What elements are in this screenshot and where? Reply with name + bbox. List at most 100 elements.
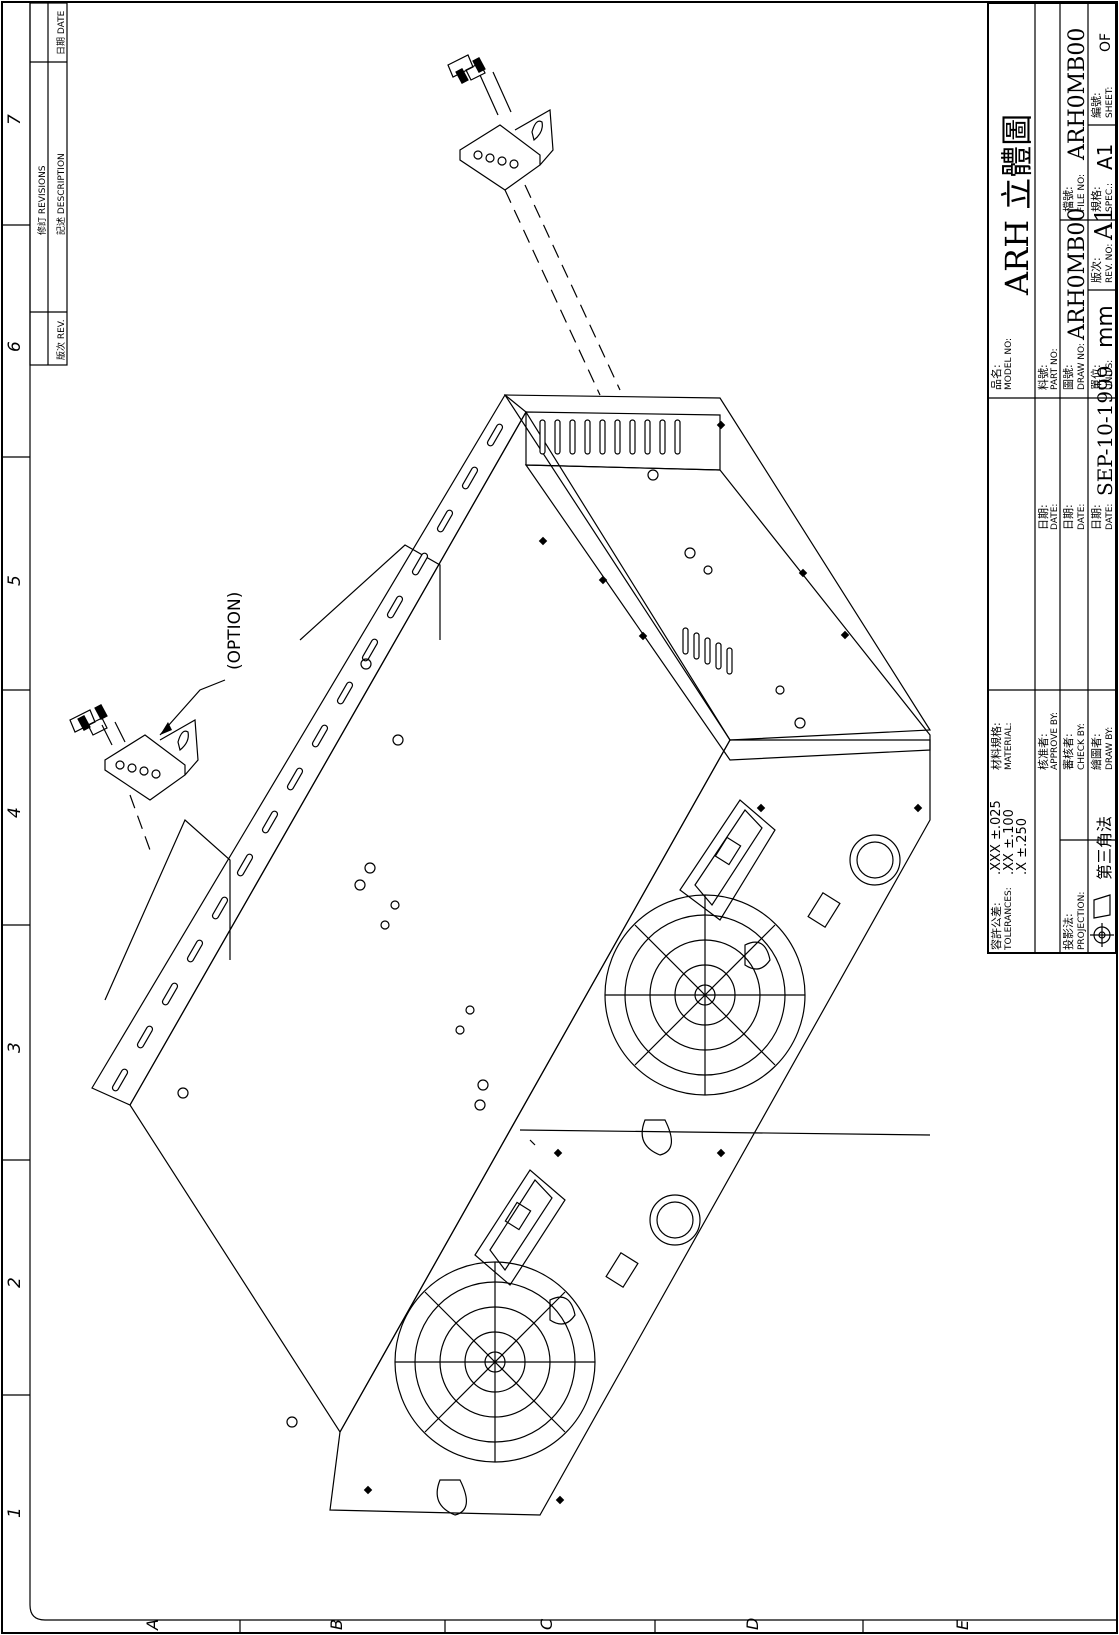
fan-grille-upper xyxy=(604,894,806,1096)
revisions-rev-label: 版次 REV. xyxy=(55,319,67,360)
grid-letter-c: C xyxy=(537,1618,556,1630)
option-screws-left xyxy=(69,703,151,851)
sheet-label-cn: 編號: xyxy=(1089,92,1103,118)
fan-grille-lower xyxy=(394,1261,596,1463)
front-face xyxy=(329,739,931,1516)
grid-number-4: 4 xyxy=(5,807,25,818)
grid-letter-strip xyxy=(239,1620,864,1633)
units-label-en: UNITS: xyxy=(1105,360,1115,390)
option-bracket-left xyxy=(104,719,199,801)
grid-letter-b: B xyxy=(327,1619,346,1630)
option-leader xyxy=(159,679,226,736)
draw-date-label-cn: 日期: xyxy=(1090,504,1103,530)
tolerance-x: .X ±.250 xyxy=(1015,818,1030,875)
approve-label-cn: 核准者: xyxy=(1036,733,1050,770)
check-label-cn: 審核者: xyxy=(1061,733,1075,770)
grid-number-7: 7 xyxy=(5,114,25,125)
rev-no-label-en: REV. NO: xyxy=(1105,244,1115,283)
draw-label-en: DRAW BY: xyxy=(1105,727,1115,770)
check-date-label-en: DATE: xyxy=(1077,504,1087,530)
inner-frame xyxy=(29,3,1116,1621)
voltage-switch-lower xyxy=(605,1252,639,1288)
model-value: ARH 立體圖 xyxy=(998,114,1036,296)
fuse-holder-lower xyxy=(649,1194,701,1246)
units-label-cn: 單位: xyxy=(1089,364,1103,390)
draw-no-label-cn: 圖號: xyxy=(1062,364,1075,390)
draw-date-value: SEP-10-1999 xyxy=(1093,365,1117,496)
file-no-label-cn: 檔號: xyxy=(1061,186,1075,212)
grid-number-strip xyxy=(2,224,30,1396)
bracket-back-bottom xyxy=(104,819,231,1001)
tolerances-label-en: TOLERANCES: xyxy=(1004,887,1014,951)
option-screws-right xyxy=(447,54,512,116)
third-angle-projection-icon xyxy=(1090,894,1114,947)
approve-label-en: APPROVE BY: xyxy=(1050,712,1060,770)
projection-label-en: PROJECTION: xyxy=(1077,892,1087,950)
grid-letter-d: D xyxy=(743,1618,762,1630)
top-rail-vents xyxy=(111,423,504,1092)
material-label-en: MATERIAL: xyxy=(1004,722,1014,770)
check-label-en: CHECK BY: xyxy=(1077,723,1087,770)
sheet-label-en: SHEET: xyxy=(1105,87,1115,118)
grid-number-1: 1 xyxy=(5,1507,25,1518)
fuse-holder-upper xyxy=(849,834,901,886)
option-bracket-right xyxy=(459,109,554,191)
voltage-switch-upper xyxy=(807,892,841,928)
handle-upper xyxy=(641,1119,672,1156)
grid-letter-e: E xyxy=(953,1619,972,1630)
grid-number-5: 5 xyxy=(5,575,25,586)
projection-value: 第三角法 xyxy=(1095,816,1114,880)
grid-letter-a: A xyxy=(143,1619,162,1631)
spec-label-cn: 規格: xyxy=(1089,186,1103,212)
ac-inlet-upper xyxy=(679,799,776,921)
units-value: mm xyxy=(1093,305,1118,348)
part-label-cn: 料號: xyxy=(1036,364,1050,390)
grid-number-3: 3 xyxy=(5,1042,25,1053)
alignment-line-a xyxy=(504,189,601,396)
tolerances-label-cn: 容許公差: xyxy=(989,902,1003,950)
model-label-cn: 品名: xyxy=(989,364,1003,390)
top-rail-face xyxy=(91,394,527,1106)
approve-date-label-en: DATE: xyxy=(1050,504,1060,530)
draw-date-label-en: DATE: xyxy=(1105,504,1115,530)
revisions-date-label: 日期 DATE xyxy=(56,10,67,55)
tolerance-xx: .XX ±.100 xyxy=(1002,809,1017,875)
side-panel-vents xyxy=(539,419,681,455)
model-label-en: MODEL NO: xyxy=(1004,338,1014,390)
draw-no-label-en: DRAW NO: xyxy=(1077,343,1087,390)
sheet-value: OF xyxy=(1098,33,1114,52)
material-label-cn: 材料規格: xyxy=(989,722,1003,770)
top-face xyxy=(129,410,731,1434)
grid-number-6: 6 xyxy=(5,341,25,352)
option-callout: (OPTION) xyxy=(225,592,245,670)
rev-no-label-cn: 版次: xyxy=(1089,257,1103,283)
spec-value: A1 xyxy=(1093,144,1117,170)
draw-label-cn: 繪圖者: xyxy=(1089,733,1103,770)
draw-no-value: ARH0MB00 xyxy=(1065,208,1090,341)
revisions-table xyxy=(29,2,68,366)
crosshead-markers xyxy=(363,420,923,1505)
rev-no-value: A1 xyxy=(1090,207,1118,241)
file-no-value: ARH0MB00 xyxy=(1065,28,1090,161)
side-face-small-vents xyxy=(682,627,733,675)
power-supply-assembly xyxy=(69,54,932,1516)
revisions-description-label: 記述 DESCRIPTION xyxy=(55,153,67,235)
tolerance-xxx: .XXX ±.025 xyxy=(989,800,1004,875)
part-label-en: PART NO: xyxy=(1050,348,1060,390)
check-date-label-cn: 日期: xyxy=(1062,504,1075,530)
grid-number-2: 2 xyxy=(5,1277,25,1288)
spec-label-en: SPEC.: xyxy=(1105,183,1115,212)
projection-label-cn: 投影法: xyxy=(1061,913,1075,950)
title-block xyxy=(987,2,1117,954)
side-face-top xyxy=(503,394,932,741)
file-no-label-en: FILE NO: xyxy=(1077,174,1087,212)
front-divider xyxy=(519,1129,931,1136)
top-face-screws xyxy=(177,469,806,1428)
revisions-title-label: 修訂 REVISIONS xyxy=(36,165,48,235)
handle-lower xyxy=(436,1479,467,1516)
alignment-line-b xyxy=(524,184,621,391)
approve-date-label-cn: 日期: xyxy=(1037,504,1050,530)
ac-inlet-lower xyxy=(474,1169,566,1286)
